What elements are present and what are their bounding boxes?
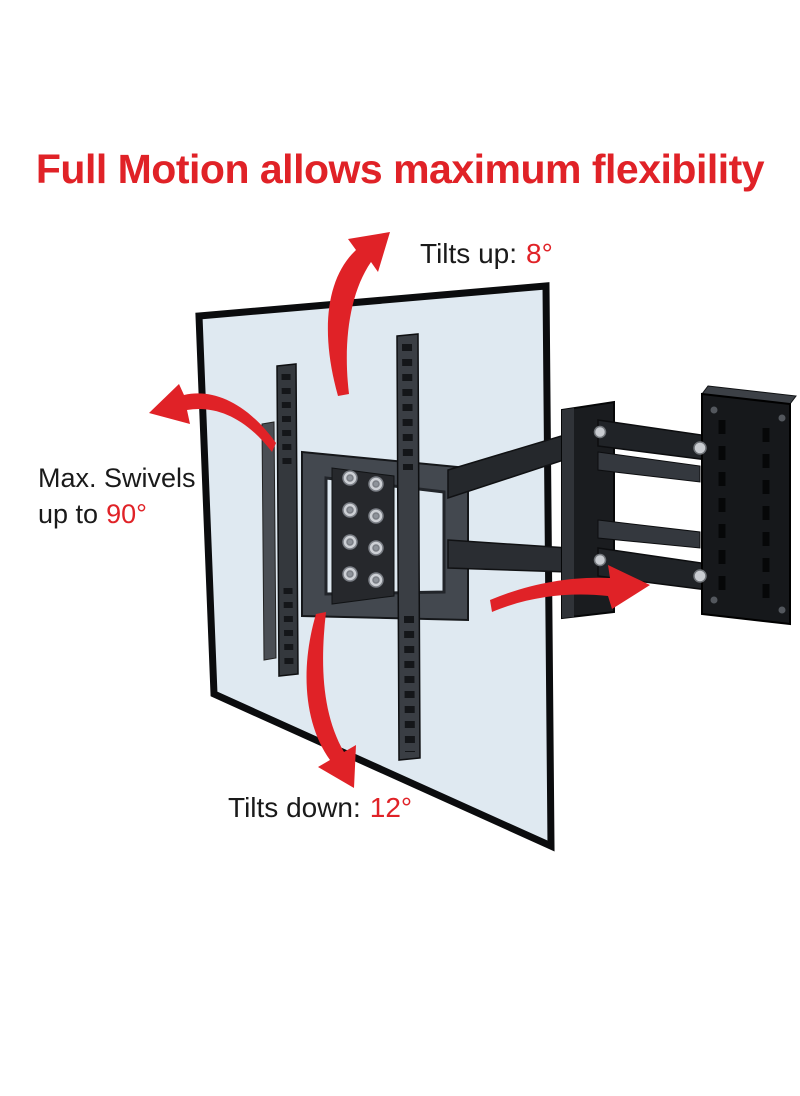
swivel-text-line1: Max. Swivels — [38, 463, 196, 493]
wall-plate — [701, 385, 797, 626]
hinge-screws — [342, 470, 384, 588]
tilt-down-arrow-icon — [306, 612, 356, 788]
tilt-down-value: 12° — [369, 792, 413, 823]
left-rail — [276, 363, 299, 677]
swivel-arrow-icon — [149, 384, 276, 452]
tilt-down-text: Tilts down: — [228, 792, 361, 823]
left-rail-flange — [261, 421, 277, 661]
right-rail — [396, 333, 421, 761]
swivel-up-to-text: up to — [38, 499, 99, 529]
tilt-up-arrow-icon — [327, 232, 390, 396]
extend-arrow-icon — [490, 565, 650, 612]
tilt-down-label: Tilts down: 12° — [228, 792, 412, 824]
joint-bolts — [593, 425, 707, 583]
tilt-up-label: Tilts up: 8° — [420, 238, 553, 270]
swivel-value: 90° — [106, 499, 147, 529]
tilt-up-value: 8° — [526, 238, 553, 269]
hinge-block — [331, 467, 395, 605]
tilt-up-text: Tilts up: — [420, 238, 517, 269]
upper-inner-arm — [597, 451, 701, 483]
page-title: Full Motion allows maximum flexibility — [35, 146, 765, 192]
lower-inner-arm — [597, 519, 701, 549]
